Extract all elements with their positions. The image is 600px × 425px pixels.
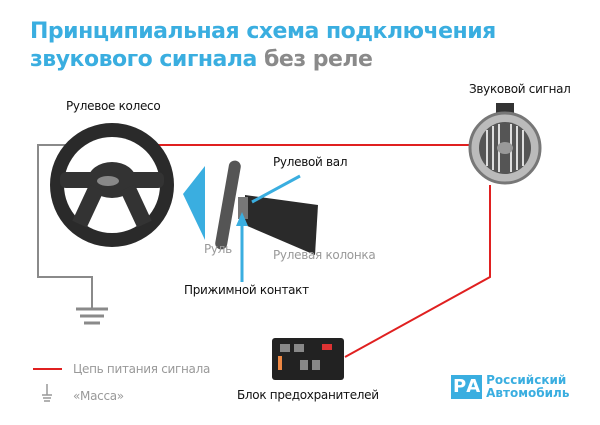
logo-line-2: Автомобиль	[486, 386, 570, 400]
power-wire-fuse	[344, 185, 491, 358]
legend-ground-icon	[42, 384, 52, 402]
logo-line-1: Российский	[486, 373, 567, 387]
label-horn: Звуковой сигнал	[469, 82, 571, 96]
label-steering-shaft: Рулевой вал	[273, 155, 348, 169]
legend-power-label: Цепь питания сигнала	[73, 362, 211, 376]
logo-mark: РА	[451, 375, 483, 399]
steering-wheel-image	[50, 123, 174, 247]
pointer-shaft	[251, 174, 301, 204]
side-wheel-image	[215, 160, 241, 250]
ground-symbol	[76, 307, 108, 325]
label-steering-column: Рулевая колонка	[273, 248, 376, 262]
direction-arrow	[183, 166, 205, 240]
fuse-box-image	[272, 338, 344, 380]
steering-column-image	[245, 195, 318, 255]
label-pressure-contact: Прижимной контакт	[184, 283, 309, 297]
title-grey: без реле	[264, 47, 373, 72]
label-wheel-side: Руль	[204, 242, 232, 256]
title-line-2: звукового сигнала без реле	[30, 46, 496, 74]
label-fuse-box: Блок предохранителей	[237, 388, 379, 402]
title-blue: звукового сигнала	[30, 47, 257, 72]
horn-image	[468, 103, 542, 185]
page-title: Принципиальная схема подключения звуково…	[30, 18, 496, 74]
label-steering-wheel: Рулевое колесо	[66, 99, 161, 113]
legend-ground-label: «Масса»	[73, 389, 124, 403]
title-line-1: Принципиальная схема подключения	[30, 19, 496, 44]
